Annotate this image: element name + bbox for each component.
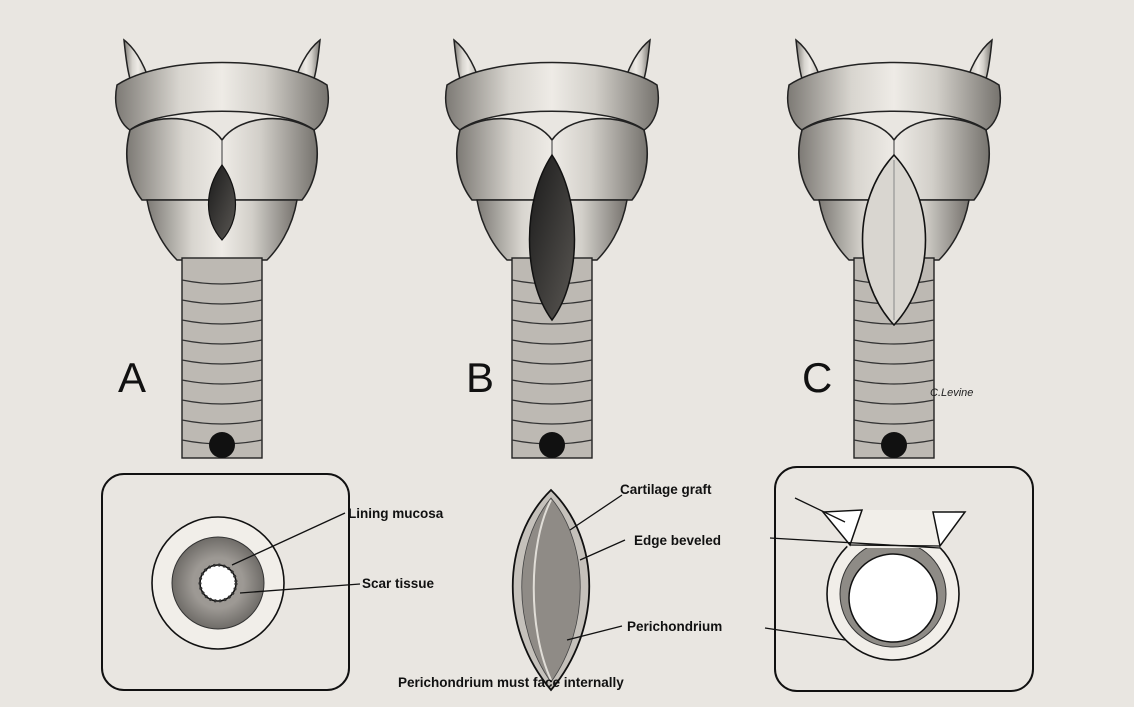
- artist-signature: C.Levine: [930, 387, 973, 399]
- label-scar-tissue: Scar tissue: [362, 576, 435, 591]
- label-cartilage-graft: Cartilage graft: [620, 482, 712, 497]
- panel-letter-b: B: [466, 354, 494, 401]
- panel-letter-c: C: [802, 354, 832, 401]
- panel-letter-a: A: [118, 354, 146, 401]
- label-lining-mucosa: Lining mucosa: [348, 506, 444, 521]
- label-perichondrium: Perichondrium: [627, 619, 722, 634]
- caption-perichondrium-internal: Perichondrium must face internally: [398, 675, 624, 690]
- label-edge-beveled: Edge beveled: [634, 533, 721, 548]
